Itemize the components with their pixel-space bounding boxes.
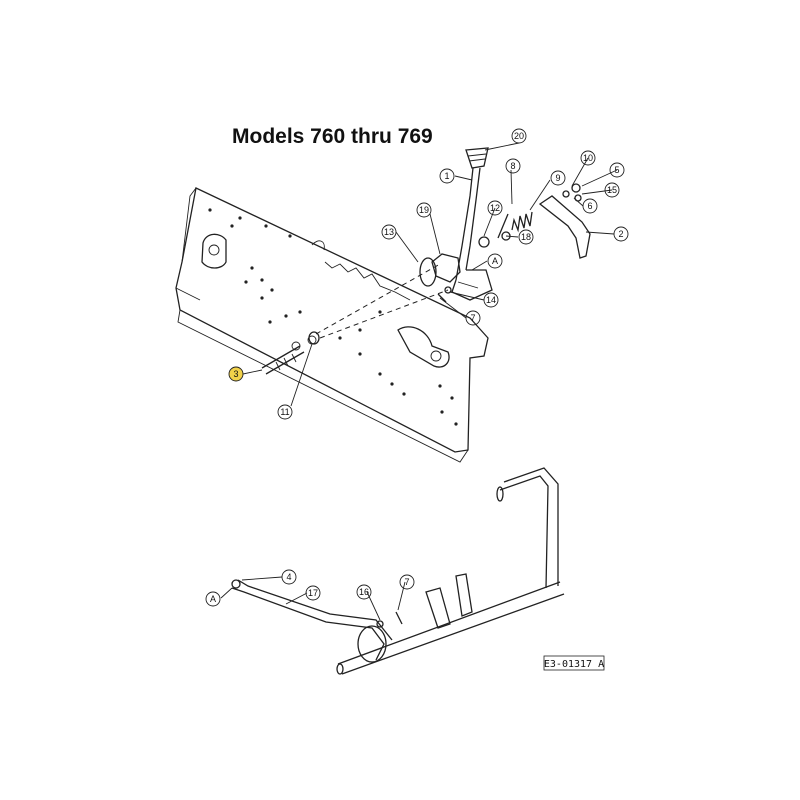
svg-text:7: 7	[404, 577, 409, 587]
diagram-title: Models 760 thru 769	[232, 125, 433, 148]
callout-15: 15	[604, 182, 620, 198]
svg-text:4: 4	[286, 572, 291, 582]
svg-text:11: 11	[280, 407, 289, 417]
svg-text:19: 19	[419, 205, 429, 215]
callout-8: 8	[505, 158, 521, 174]
svg-text:20: 20	[514, 131, 524, 141]
callout-6: 6	[582, 198, 598, 214]
callout-9: 9	[550, 170, 566, 186]
svg-text:18: 18	[521, 232, 531, 242]
callout-13: 13	[381, 224, 397, 240]
callout-11: 11	[277, 404, 293, 420]
callout-7-lower: 7	[399, 574, 415, 590]
svg-text:A: A	[492, 256, 498, 266]
callout-16: 16	[356, 584, 372, 600]
svg-text:10: 10	[583, 153, 593, 163]
svg-text:12: 12	[490, 203, 500, 213]
svg-text:16: 16	[359, 587, 369, 597]
svg-text:17: 17	[308, 588, 318, 598]
callout-4: 4	[281, 569, 297, 585]
svg-text:3: 3	[233, 369, 238, 379]
svg-text:14: 14	[486, 295, 496, 305]
callout-20: 20	[511, 128, 527, 144]
pedal-assembly	[419, 147, 591, 303]
bolt-assembly	[261, 263, 449, 375]
callout-10: 10	[580, 150, 596, 166]
callout-14: 14	[483, 292, 499, 308]
svg-text:1: 1	[444, 171, 449, 181]
callout-19: 19	[416, 202, 432, 218]
svg-text:8: 8	[510, 161, 515, 171]
svg-text:13: 13	[384, 227, 394, 237]
callout-a-upper: A	[487, 253, 503, 269]
callout-2: 2	[613, 226, 629, 242]
svg-text:2: 2	[618, 229, 623, 239]
leader-lines	[220, 142, 618, 621]
callout-3: 3	[228, 366, 244, 382]
svg-text:7: 7	[470, 313, 475, 323]
svg-text:6: 6	[587, 201, 592, 211]
callout-1: 1	[439, 168, 455, 184]
callouts: 20 1 8 9 10 5 15 6 2 19 12 18 13 A 14 7 …	[205, 128, 629, 607]
svg-text:E3-01317 A: E3-01317 A	[544, 659, 604, 670]
callout-17: 17	[305, 585, 321, 601]
svg-text:15: 15	[607, 185, 617, 195]
callout-7-upper: 7	[465, 310, 481, 326]
callout-a-lower: A	[205, 591, 221, 607]
lower-bar-assembly	[231, 467, 565, 675]
frame-plate	[175, 187, 489, 463]
callout-12: 12	[487, 200, 503, 216]
part-code-label: E3-01317 A	[543, 655, 605, 671]
svg-text:9: 9	[555, 173, 560, 183]
svg-text:5: 5	[614, 165, 619, 175]
callout-5: 5	[609, 162, 625, 178]
svg-text:A: A	[210, 594, 216, 604]
callout-18: 18	[518, 229, 534, 245]
